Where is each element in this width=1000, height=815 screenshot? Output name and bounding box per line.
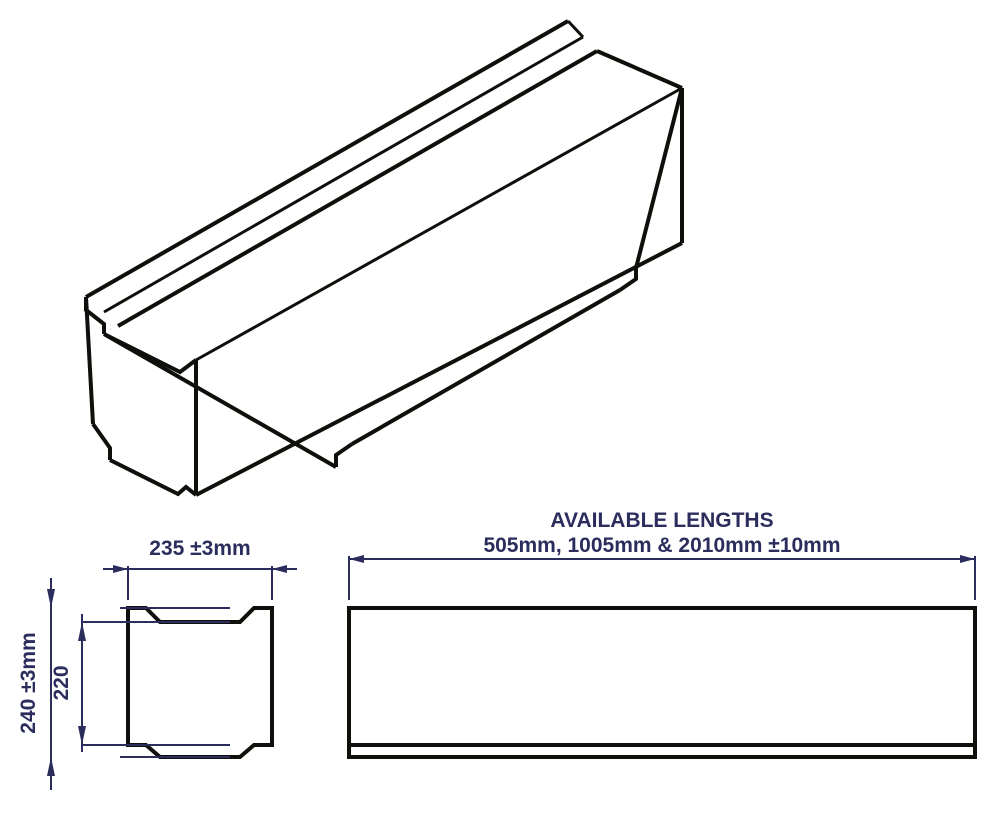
iso-top-chamfer-band [103,35,584,314]
dimension-available-lengths: AVAILABLE LENGTHS 505mm, 1005mm & 2010mm… [348,509,976,600]
dimension-height-220: 220 [50,614,230,752]
iso-far-wall-outer-top [596,49,683,90]
isometric-view [84,19,684,497]
available-lengths-title: AVAILABLE LENGTHS [550,509,773,532]
iso-far-end-cap-top [618,87,684,292]
iso-near-bottom-face [109,458,198,497]
iso-near-left-vertical-edge [84,296,95,425]
end-elevation-profile [126,606,274,759]
dimension-width-235: 235 ±3mm [103,537,297,600]
iso-trough-inner-near-edge [117,49,598,328]
length-arrow-left-icon [349,555,364,563]
height220-arrow-top-icon [78,622,86,641]
height220-arrow-bottom-icon [78,726,86,745]
height240-arrow-top-icon [47,589,55,608]
length-arrow-right-icon [960,555,975,563]
iso-inner-far-wall-top [351,288,621,446]
width-arrow-left-icon [113,565,128,573]
width-arrow-right-icon [272,565,287,573]
height240-arrow-bottom-icon [47,757,55,776]
available-lengths-values: 505mm, 1005mm & 2010mm ±10mm [483,534,840,557]
iso-near-end-top-face [103,332,337,469]
end-elevation-view [126,606,274,759]
iso-lower-outer-chamfer-line [195,86,683,362]
side-elevation-view [347,606,977,759]
iso-near-bottom-left-chamfer [91,422,112,460]
height220-dim-label: 220 [50,665,73,700]
iso-trough-inner-far-wall [334,442,354,467]
width-dim-label: 235 ±3mm [149,537,250,560]
iso-far-bottom-edge [195,241,683,497]
iso-near-end-face-top [103,332,198,375]
height240-dim-label: 240 ±3mm [17,632,40,733]
iso-far-end-chamfer-step [566,19,585,39]
dimension-height-240: 240 ±3mm [17,578,230,790]
iso-top-outer-ridge [85,19,569,299]
side-elevation-outline [347,606,977,759]
